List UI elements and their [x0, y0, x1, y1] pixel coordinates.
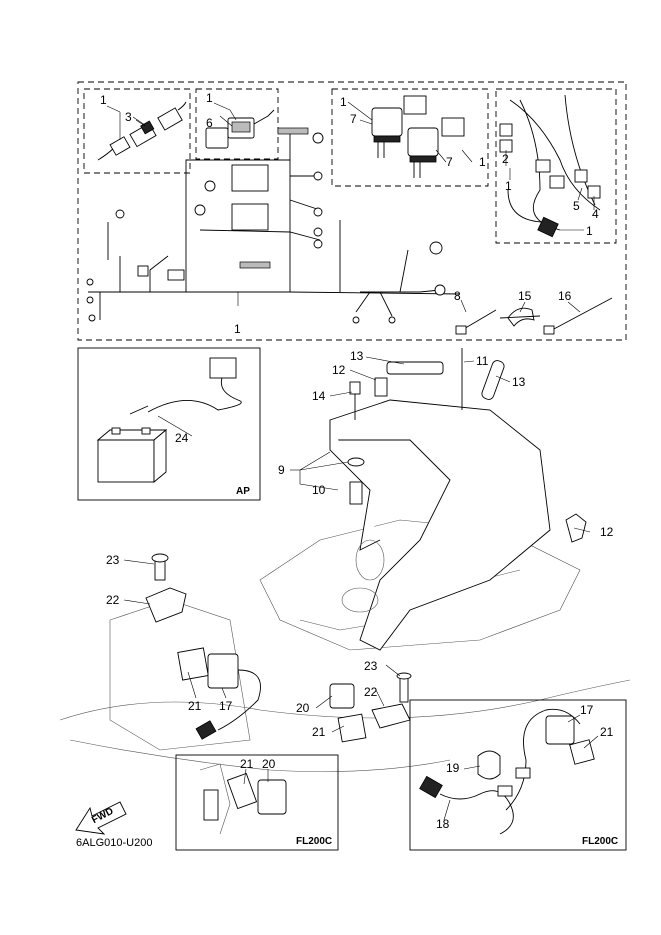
- callout-13: 13: [512, 375, 526, 389]
- callout-10: 10: [312, 483, 326, 497]
- fl200c-left-inset-border: [175, 754, 339, 851]
- lower-left-cowling-art: [59, 553, 631, 772]
- callout-1: 1: [505, 179, 512, 193]
- leader-lines: [123, 115, 599, 821]
- fwd-arrow-icon: [75, 801, 127, 835]
- callout-1: 1: [586, 224, 593, 238]
- drawing-code: 6ALG010-U200: [76, 837, 152, 849]
- callout-12: 12: [600, 525, 614, 539]
- callout-1: 1: [100, 93, 107, 107]
- callout-21: 21: [312, 725, 326, 739]
- callout-12: 12: [332, 363, 346, 377]
- callout-6: 6: [206, 116, 213, 130]
- fl200c-right-art: [419, 708, 595, 835]
- callout-22: 22: [364, 685, 378, 699]
- callout-21: 21: [600, 725, 614, 739]
- callout-22: 22: [106, 593, 120, 607]
- callout-14: 14: [312, 389, 326, 403]
- fl200c-left-label: FL200C: [296, 836, 332, 847]
- callout-7: 7: [350, 112, 357, 126]
- cable-tie-8-art: [455, 309, 497, 335]
- callout-3: 3: [125, 110, 132, 124]
- callout-1: 1: [206, 91, 213, 105]
- ap-inset-border: [77, 347, 261, 501]
- callout-2: 2: [502, 152, 509, 166]
- relay-inset: [331, 88, 489, 187]
- connector-3-art: [97, 101, 187, 161]
- callout-1: 1: [340, 95, 347, 109]
- relays-7-art: [347, 95, 473, 178]
- main-harness-art: [86, 127, 461, 324]
- ap-inset-label: AP: [236, 486, 250, 497]
- harness-panel-border: [77, 81, 627, 341]
- callout-11: 11: [476, 354, 489, 368]
- sub-harness-inset: [495, 88, 617, 244]
- callout-20: 20: [262, 757, 276, 771]
- clip-15-art: [499, 307, 541, 327]
- fl200c-right-inset-border: [409, 699, 627, 851]
- callout-17: 17: [580, 703, 594, 717]
- callout-1: 1: [234, 322, 241, 336]
- callout-20: 20: [296, 701, 310, 715]
- battery-cable-24-art: [96, 357, 242, 483]
- fl200c-right-label: FL200C: [582, 836, 618, 847]
- connector-inset-3: [83, 88, 191, 174]
- callout-5: 5: [573, 199, 580, 213]
- sub-harness-art: [499, 94, 601, 238]
- connector-inset-6: [195, 88, 279, 160]
- callout-21: 21: [240, 757, 254, 771]
- fl200c-left-art: [199, 763, 287, 835]
- callout-9: 9: [278, 463, 285, 477]
- cable-tie-16-art: [543, 297, 613, 335]
- callout-13: 13: [350, 349, 364, 363]
- callout-16: 16: [558, 289, 572, 303]
- callouts: 1 3 1 6 1 7 7 1 2 1 5 4 1 1 8 15 16 24 1…: [100, 91, 614, 831]
- callout-1: 1: [479, 155, 486, 169]
- callout-8: 8: [454, 289, 461, 303]
- engine-bracket-art: [259, 348, 587, 651]
- callout-17: 17: [219, 699, 233, 713]
- callout-4: 4: [592, 207, 599, 221]
- callout-23: 23: [106, 553, 120, 567]
- callout-19: 19: [446, 761, 460, 775]
- callout-24: 24: [175, 431, 189, 445]
- callout-18: 18: [436, 817, 450, 831]
- callout-7: 7: [446, 155, 453, 169]
- connector-6-art: [205, 102, 275, 149]
- callout-15: 15: [518, 289, 532, 303]
- callout-23: 23: [364, 659, 378, 673]
- callout-21: 21: [188, 699, 202, 713]
